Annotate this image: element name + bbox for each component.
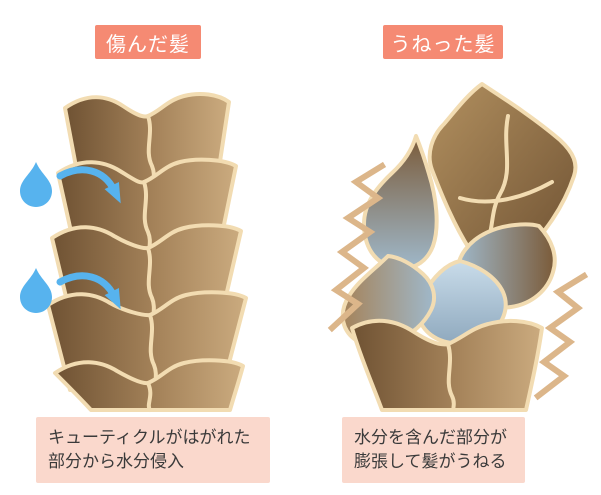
right-caption-box: 水分を含んだ部分が 膨張して髪がうねる: [342, 417, 525, 483]
curved-arrow-icon: [56, 272, 121, 310]
water-drop-icon: [20, 268, 52, 313]
hair-shaft-base: [350, 318, 544, 412]
cuticle-seam: [146, 381, 153, 412]
cuticle-seam: [446, 342, 456, 412]
curved-arrow-icon: [56, 166, 121, 204]
zigzag-swell-icon: [327, 161, 387, 333]
caption-line: 膨張して髪がうねる: [354, 452, 507, 471]
left-panel-title-badge: 傷んだ髪: [95, 25, 201, 59]
cuticle-seam: [458, 180, 554, 204]
caption-line: 水分を含んだ部分が: [354, 428, 507, 447]
wavy-hair-illustration: [327, 82, 589, 412]
right-panel-title-badge: うねった髪: [383, 25, 503, 59]
water-drop-icon: [20, 162, 52, 207]
damaged-hair-illustration: [20, 92, 248, 412]
caption-line: 部分から水分侵入: [48, 452, 184, 471]
zigzag-swell-icon: [533, 271, 589, 401]
left-caption-box: キューティクルがはがれた 部分から水分侵入: [36, 417, 270, 483]
caption-line: キューティクルがはがれた: [48, 428, 251, 447]
